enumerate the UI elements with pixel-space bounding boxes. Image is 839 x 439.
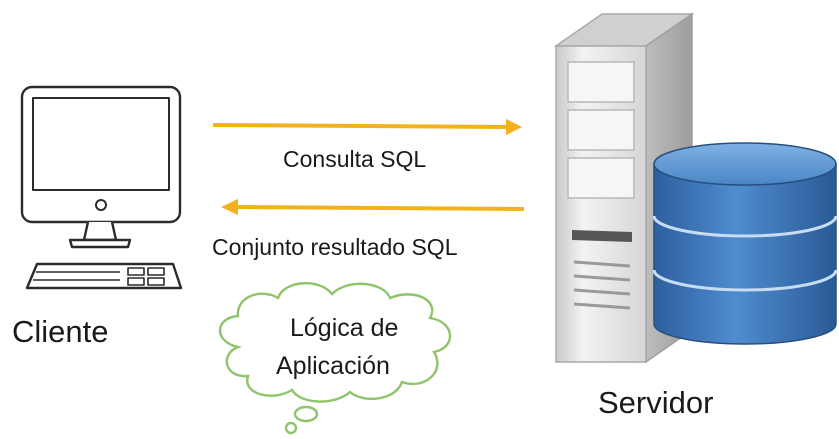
disk-slot — [572, 230, 632, 242]
cloud-outline — [219, 281, 452, 403]
response-arrow — [221, 199, 525, 215]
monitor-stand — [82, 221, 118, 242]
db-ring — [652, 269, 838, 292]
cloud-bubble-small — [284, 421, 298, 435]
monitor-base — [68, 238, 132, 249]
drive-bay — [567, 157, 635, 199]
monitor-button — [95, 199, 107, 211]
db-body — [653, 163, 837, 345]
keyboard-key — [127, 277, 145, 286]
client-label: Cliente — [12, 314, 109, 349]
vent-line — [573, 288, 631, 296]
monitor-screen — [32, 97, 170, 191]
keyboard-key — [127, 267, 145, 276]
keyboard — [25, 262, 183, 290]
db-top — [653, 142, 837, 186]
database-cylinder-icon — [652, 142, 838, 345]
result-set-arrow-label: Conjunto resultado SQL — [212, 234, 458, 260]
query-arrow-label: Consulta SQL — [283, 146, 427, 172]
app-logic-label-line1: Lógica de — [290, 314, 399, 342]
vent-line — [573, 274, 631, 282]
keyboard-key — [147, 267, 165, 276]
request-arrow — [212, 119, 522, 135]
keyboard-key — [147, 277, 165, 286]
drive-bay — [567, 109, 635, 151]
vent-line — [573, 260, 631, 268]
desktop-computer-icon — [20, 85, 183, 290]
drive-bay — [567, 61, 635, 103]
app-logic-label-line2: Aplicación — [276, 352, 390, 380]
server-label: Servidor — [598, 385, 714, 420]
vent-line — [573, 302, 631, 310]
thought-cloud-icon — [219, 281, 452, 435]
cloud-bubble — [293, 405, 319, 423]
db-ring — [652, 215, 838, 238]
